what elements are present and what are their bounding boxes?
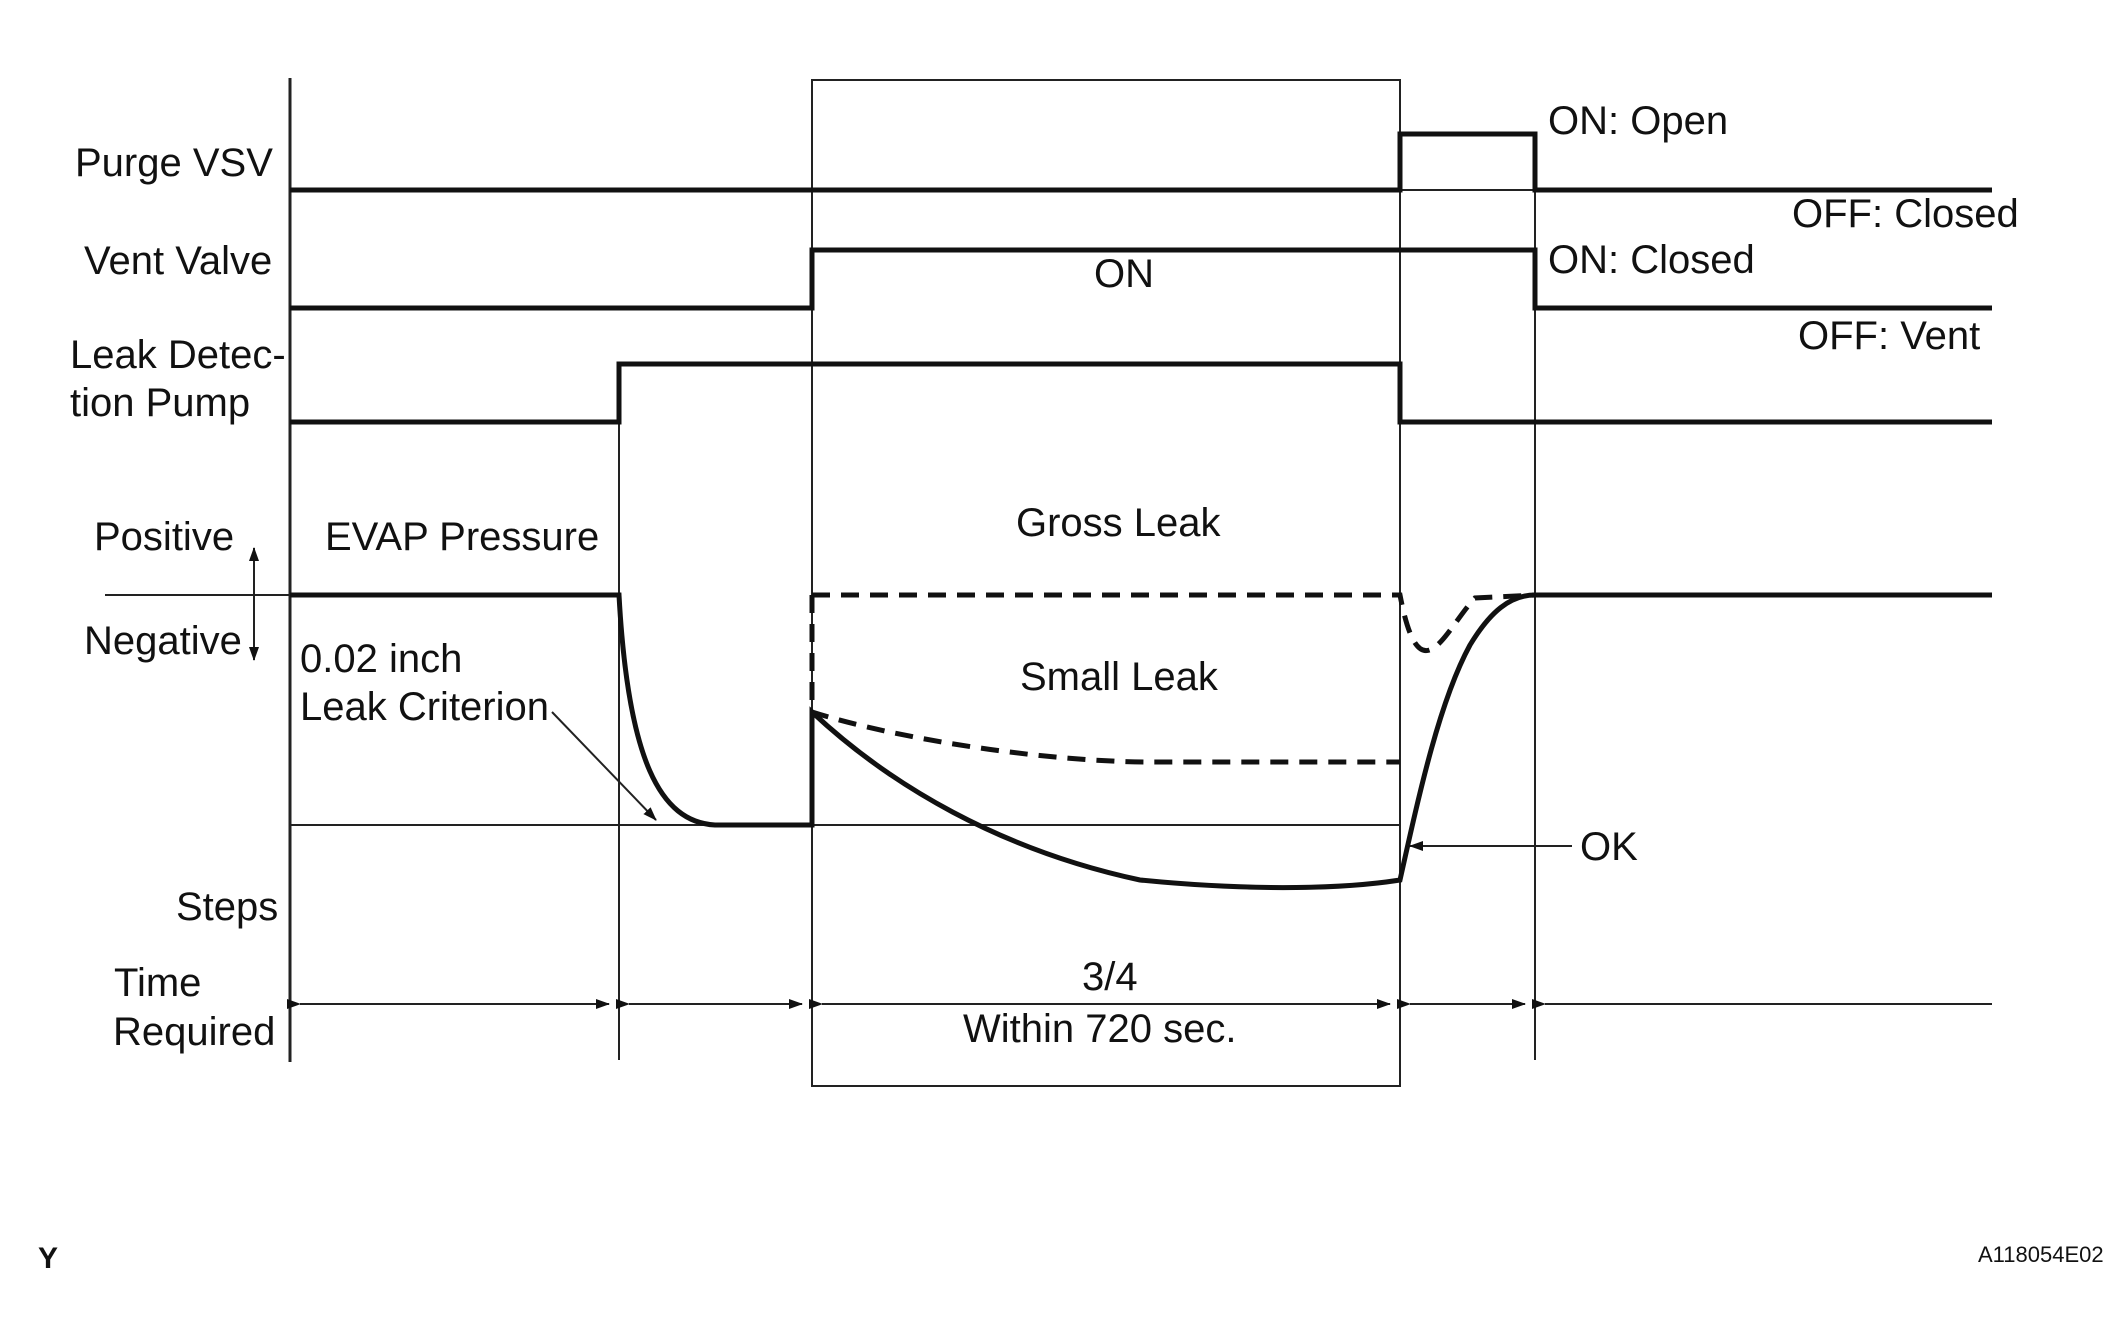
label-negative: Negative (84, 619, 242, 663)
small-leak-trace (809, 595, 1400, 765)
criterion-pointer-arrow (551, 711, 657, 821)
label-pump-line1: Leak Detec- (70, 333, 286, 377)
label-time-line2: Required (113, 1010, 275, 1054)
label-vent-on: ON: Closed (1548, 238, 1755, 282)
step-3-4-box (811, 79, 1401, 1087)
label-duration: Within 720 sec. (963, 1007, 1236, 1051)
label-vent-valve: Vent Valve (84, 239, 272, 283)
label-purge-vsv: Purge VSV (75, 141, 273, 185)
purge-vsv-signal (290, 131, 1992, 193)
label-time-line1: Time (114, 961, 201, 1005)
gross-leak-trace (812, 592, 1536, 654)
leak-detection-pump-signal (290, 361, 1992, 425)
label-vent-off: OFF: Vent (1798, 314, 1980, 358)
label-gross-leak: Gross Leak (1016, 501, 1222, 545)
label-pump-line2: tion Pump (70, 381, 250, 425)
label-criterion-line1: 0.02 inch (300, 637, 462, 681)
label-left-mark: Y (38, 1242, 58, 1275)
label-ok: OK (1580, 825, 1638, 869)
label-steps: Steps (176, 885, 278, 929)
label-figure-code: A118054E02 (1978, 1242, 2104, 1267)
label-criterion-line2: Leak Criterion (300, 685, 549, 729)
label-positive: Positive (94, 515, 234, 559)
label-small-leak: Small Leak (1020, 655, 1219, 699)
vent-valve-signal (290, 247, 1992, 311)
label-evap-pressure: EVAP Pressure (325, 515, 599, 559)
label-purge-on: ON: Open (1548, 99, 1728, 143)
evap-pressure-trace (290, 592, 1992, 891)
label-purge-off: OFF: Closed (1792, 192, 2019, 236)
label-vent-mid: ON (1094, 252, 1154, 296)
label-step: 3/4 (1082, 955, 1138, 999)
